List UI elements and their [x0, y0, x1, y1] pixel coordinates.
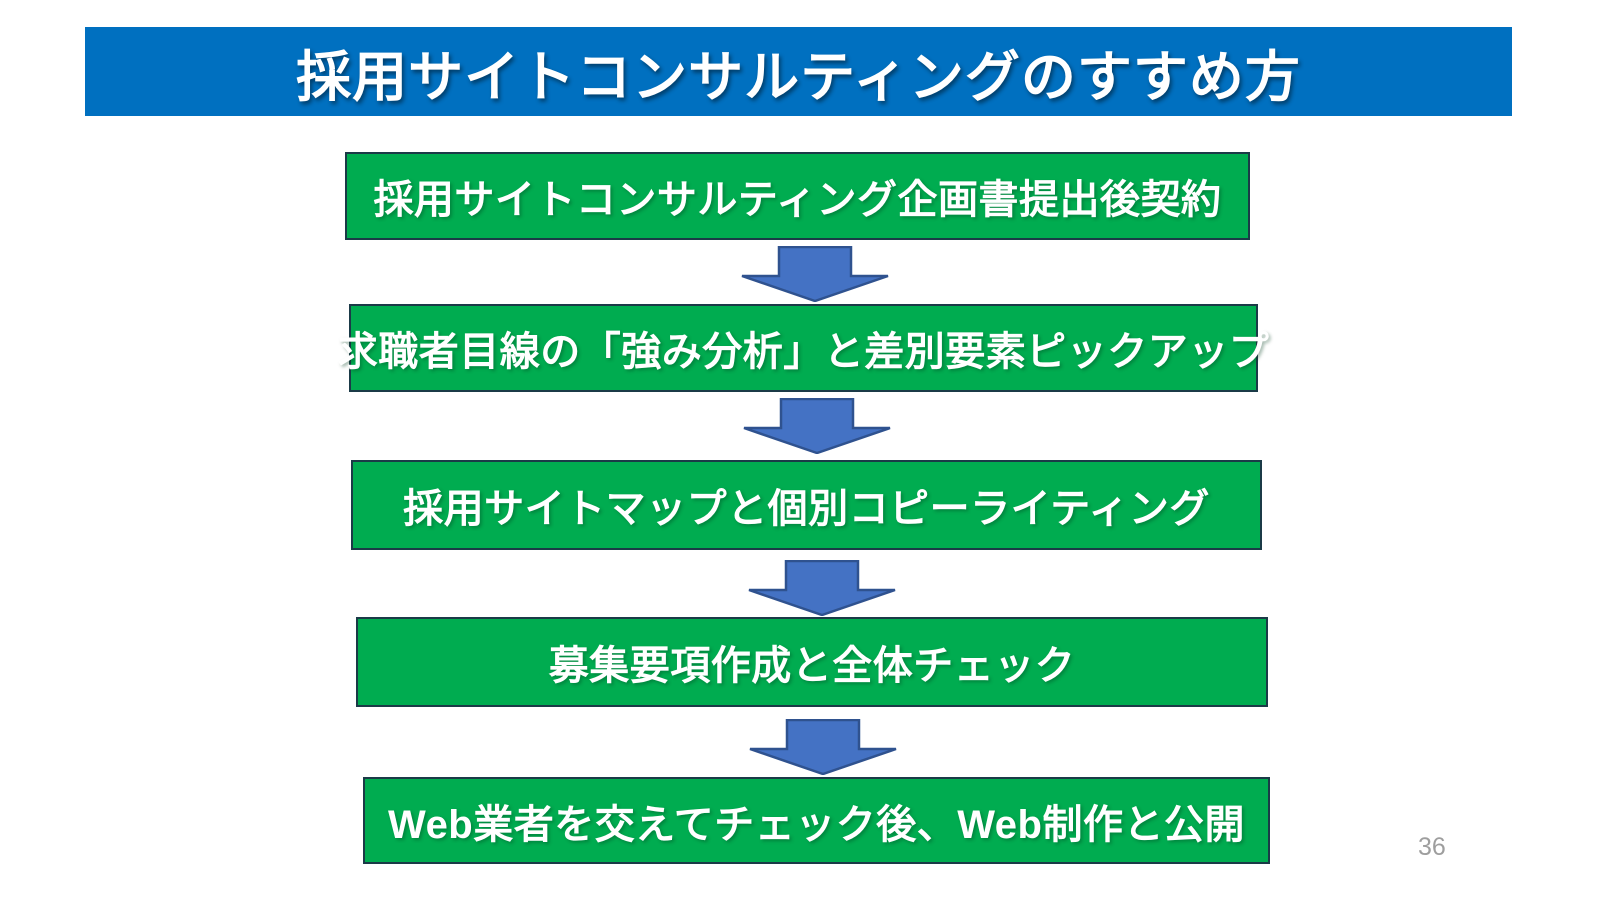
- flow-step-1-label: 採用サイトコンサルティング企画書提出後契約: [373, 178, 1222, 222]
- flow-step-1: 採用サイトコンサルティング企画書提出後契約: [345, 152, 1250, 240]
- flow-step-5: Web業者を交えてチェック後、Web制作と公開: [363, 777, 1270, 864]
- flow-step-3-label: 採用サイトマップと個別コピーライティング: [403, 487, 1210, 531]
- flow-step-2-label: 求職者目線の「強み分析」と差別要素ピックアップ: [337, 330, 1270, 374]
- flow-step-5-label: Web業者を交えてチェック後、Web制作と公開: [388, 802, 1245, 847]
- flow-step-3: 採用サイトマップと個別コピーライティング: [351, 460, 1262, 550]
- flow-step-4: 募集要項作成と全体チェック: [356, 617, 1268, 707]
- page-number: 36: [1418, 833, 1446, 861]
- slide-title: 採用サイトコンサルティングのすすめ方: [296, 45, 1301, 108]
- down-arrow-icon: [748, 560, 896, 616]
- slide-title-banner: 採用サイトコンサルティングのすすめ方: [85, 27, 1512, 116]
- down-arrow-icon: [743, 398, 891, 454]
- flow-step-4-label: 募集要項作成と全体チェック: [548, 644, 1076, 688]
- down-arrow-icon: [749, 719, 897, 775]
- flow-step-2: 求職者目線の「強み分析」と差別要素ピックアップ: [338, 304, 1269, 392]
- down-arrow-icon: [741, 246, 889, 302]
